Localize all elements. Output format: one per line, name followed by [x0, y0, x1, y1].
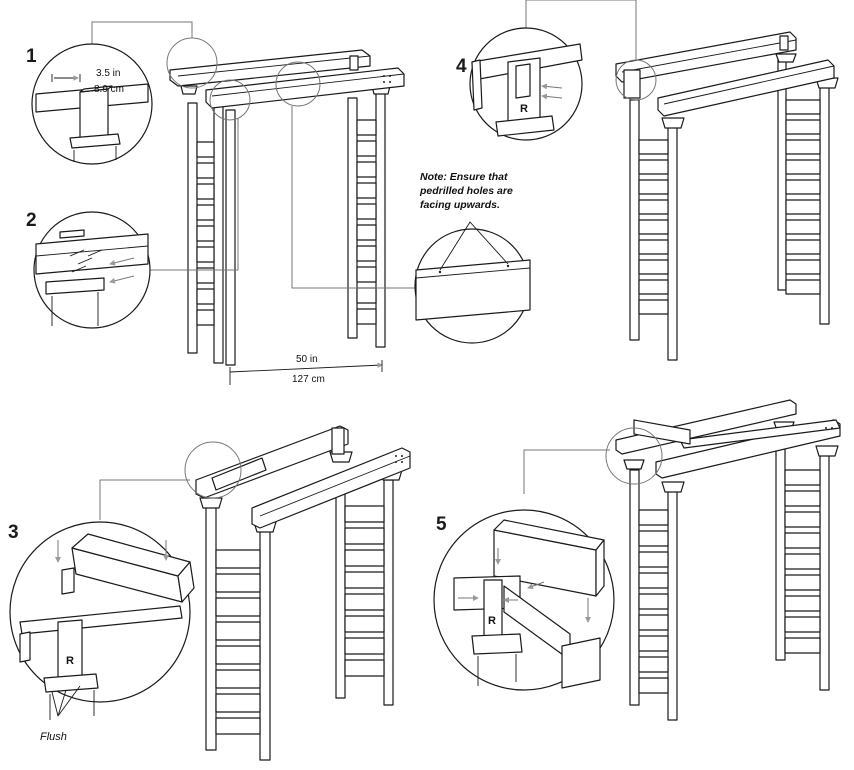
arch-step5: [523, 399, 841, 721]
width-cm-label: 8.9 cm: [94, 84, 124, 95]
note-line-3: facing upwards.: [420, 199, 500, 211]
step-3-number: 3: [8, 522, 19, 543]
note-line-2: pedrilled holes are: [419, 185, 513, 197]
detail-note: Note: Ensure that pedrilled holes are fa…: [414, 171, 531, 344]
span-in-label: 50 in: [296, 354, 318, 365]
arch-step3: [99, 425, 411, 761]
detail-step1: 1 3.5 in 8.9 cm: [26, 43, 153, 165]
step-2-number: 2: [26, 210, 37, 231]
span-cm-label: 127 cm: [292, 374, 325, 385]
callout-circle-note: [275, 61, 321, 107]
post-mark-4: R: [520, 103, 528, 115]
top-beam-front: [205, 67, 405, 109]
flush-label: Flush: [40, 731, 67, 743]
width-in-label: 3.5 in: [96, 68, 120, 79]
step-1-number: 1: [26, 46, 37, 67]
post-mark-3: R: [66, 655, 74, 667]
note-line-1: Note: Ensure that: [420, 171, 508, 183]
callout-circle-3: [184, 441, 242, 499]
arch-step1-2: 50 in 127 cm: [91, 21, 415, 385]
post-mark-5: R: [488, 615, 496, 627]
arch-step4: [525, 0, 839, 361]
top-beam-back: [169, 49, 371, 87]
right-trellis-panel: [347, 91, 386, 348]
detail-step2: 2: [26, 210, 151, 329]
detail-step3: 3 R Flush: [8, 521, 195, 743]
callout-circle-2: [209, 79, 251, 121]
detail-step5: 5 R: [433, 509, 615, 691]
step-5-number: 5: [436, 514, 447, 535]
step-4-number: 4: [456, 56, 467, 77]
callout-circle-5: [605, 427, 663, 485]
left-trellis-panel: [187, 102, 236, 366]
detail-step4: 4 R: [456, 27, 583, 141]
